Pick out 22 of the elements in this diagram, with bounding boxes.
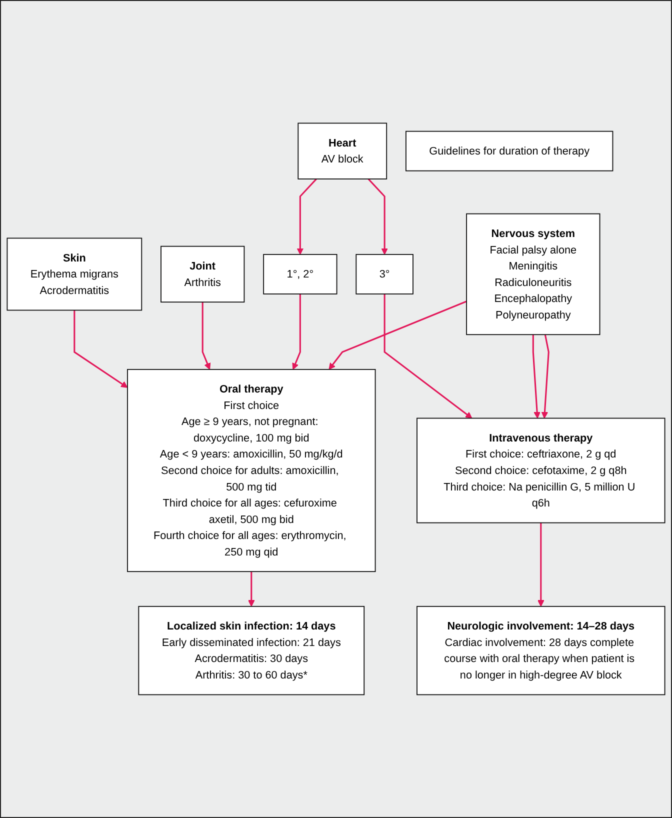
arrow [541,334,550,419]
node-box: Guidelines for duration of therapy [406,130,614,172]
arrow [248,572,255,607]
arrow [532,334,540,419]
node-box: Joint Arthritis [160,246,245,303]
node-box: 1°, 2° [263,254,338,294]
arrow [368,178,388,255]
node-box: Heart AV block [298,122,388,180]
arrow [202,302,211,370]
node-box: 3° [356,254,414,294]
arrow [538,522,544,607]
arrow [328,300,467,370]
node-box: Oral therapy First choice Age ≥ 9 years, not pregnant: doxycycline, 100 mg bid Age < 9 years: amoxicillin, 50 mg/kg/d Second choice for adults: amoxicillin, 500 mg tid Third choice for all ages: cefuroxime axetil, 500 mg bid Fourth choice for all ages: erythromycin, 250 mg qid [127,369,376,572]
node-box: Intravenous therapy First choice: ceftriaxone, 2 g qd Second choice: cefotaxime, 2 g q8h Third choice: Na penicillin G, 5 million U q6h [416,418,666,524]
arrow [74,310,128,388]
node-box: Neurologic involvement: 14–28 days Cardiac involvement: 28 days complete course with oral therapy when patient is no longer in high-degree AV block [416,606,666,696]
arrow [384,294,472,419]
arrow [292,294,301,370]
node-box: Localized skin infection: 14 days Early disseminated infection: 21 days Acrodermatitis: 30 days Arthritis: 30 to 60 days* [138,606,365,696]
node-box: Skin Erythema migrans Acrodermatitis [6,238,142,311]
node-box: Nervous system Facial palsy alone Meningitis Radiculoneuritis Encephalopathy Polyneuropathy [466,213,600,336]
arrow [296,178,317,255]
